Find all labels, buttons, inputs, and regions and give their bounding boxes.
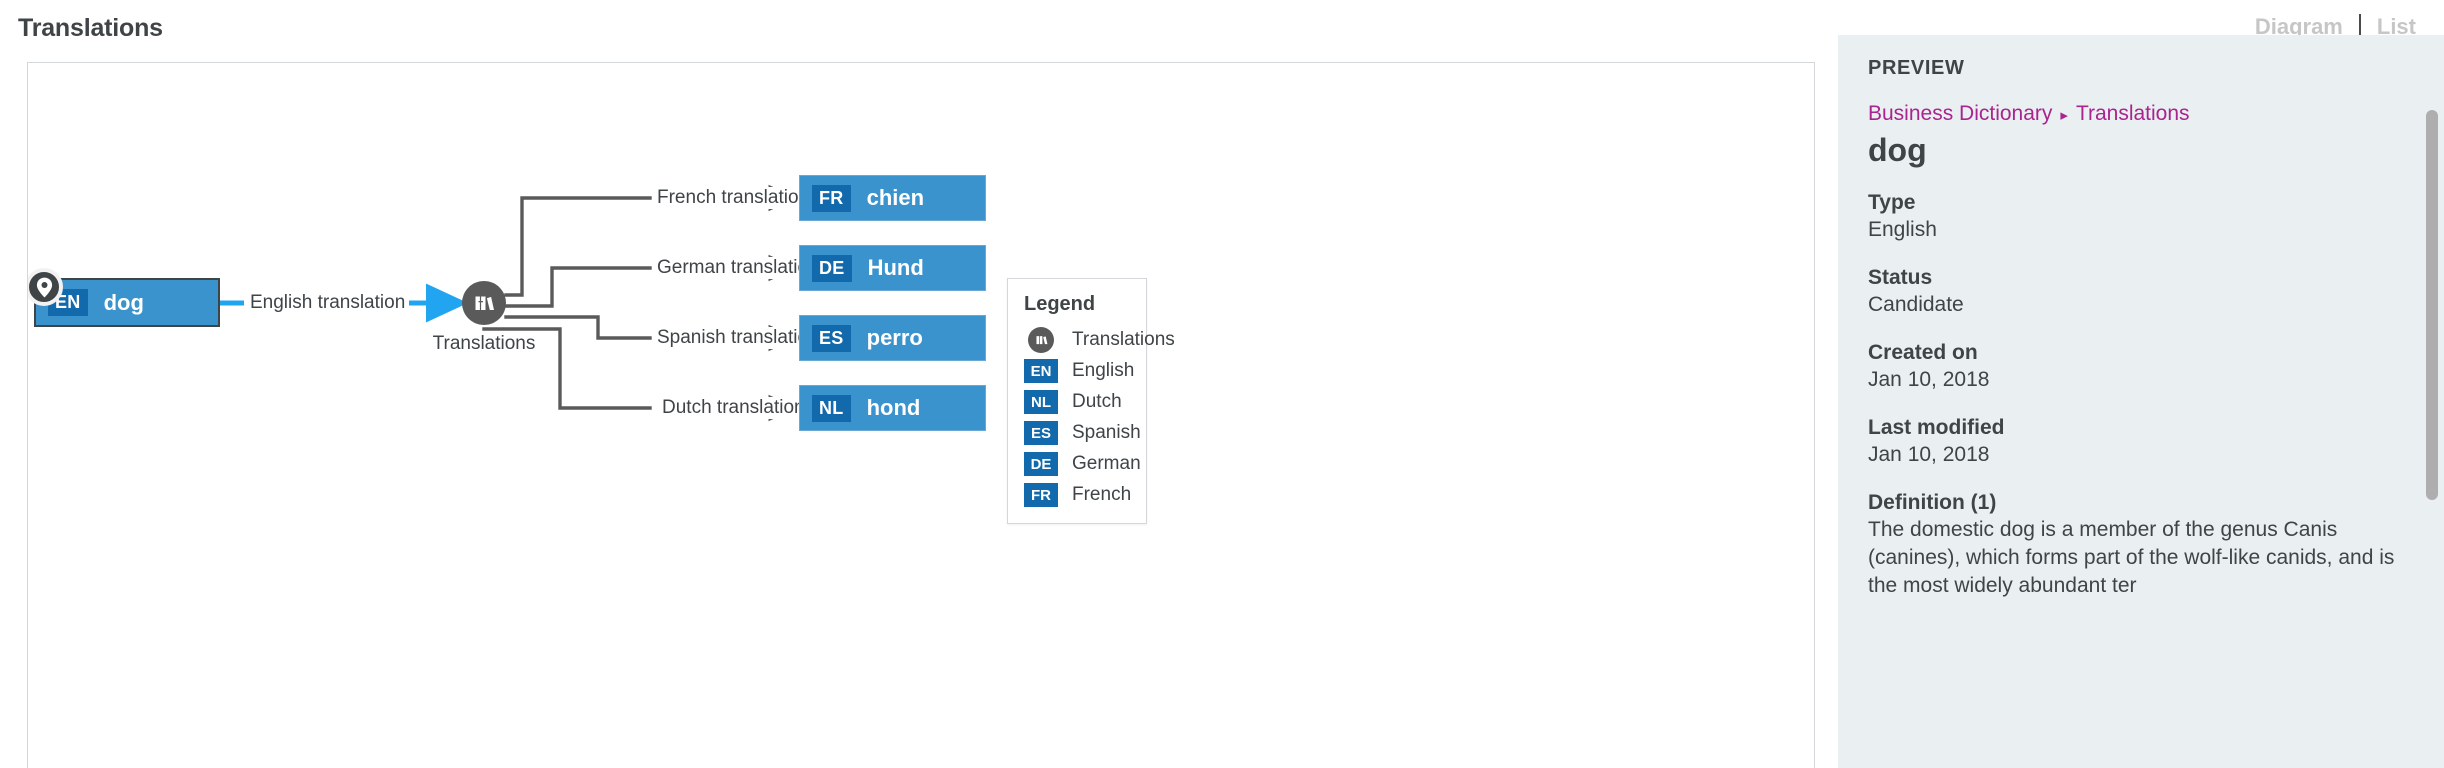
legend-books-icon — [1028, 327, 1054, 353]
field-created-on: Created on Jan 10, 2018 — [1868, 341, 2414, 394]
legend-panel: Legend Translations EN English NL Dutch — [1007, 278, 1175, 524]
legend-chip-en: EN — [1024, 359, 1058, 383]
node-hub-translations[interactable] — [462, 281, 506, 325]
field-value-definition: The domestic dog is a member of the genu… — [1868, 517, 2395, 597]
node-fr-chien[interactable]: FR chien — [799, 175, 986, 221]
edge-label-french-translation: French translation — [653, 187, 814, 209]
field-value-last-modified: Jan 10, 2018 — [1868, 442, 1990, 466]
node-label-de: Hund — [867, 255, 924, 280]
diagram-canvas[interactable]: EN dog English translation Translations … — [27, 62, 1815, 768]
edge-label-dutch-translation: Dutch translation — [658, 397, 809, 419]
tab-list[interactable]: List — [2376, 14, 2416, 39]
node-es-perro[interactable]: ES perro — [799, 315, 986, 361]
legend-label-english: English — [1072, 360, 1135, 381]
legend-label-dutch: Dutch — [1072, 391, 1122, 412]
edge-label-english-translation: English translation — [246, 292, 410, 314]
legend-item-spanish: ES Spanish — [1024, 421, 1141, 445]
node-label-fr: chien — [866, 185, 925, 210]
preview-panel: PREVIEW Business Dictionary ▸ Translations… — [1838, 35, 2444, 768]
field-label-type: Type — [1868, 191, 1916, 214]
field-status: Status Candidate — [1868, 266, 2414, 319]
books-glyph — [1035, 336, 1047, 345]
node-hub-caption: Translations — [432, 333, 536, 354]
legend-label-german: German — [1072, 453, 1141, 474]
node-label-nl: hond — [866, 395, 921, 420]
legend-chip-de: DE — [1024, 452, 1058, 476]
breadcrumb: Business Dictionary ▸ Translations — [1868, 102, 2414, 126]
field-value-status: Candidate — [1868, 292, 1964, 316]
view-switch-separator — [2358, 14, 2361, 40]
legend-chip-nl: NL — [1024, 390, 1058, 414]
field-label-definition: Definition (1) — [1868, 490, 1997, 514]
breadcrumb-separator-icon: ▸ — [2060, 107, 2068, 124]
map-pin-icon — [28, 268, 63, 306]
legend-item-french: FR French — [1024, 483, 1132, 507]
map-pin-glyph — [36, 277, 52, 297]
view-switcher: Diagram List — [2239, 12, 2432, 42]
legend-label-french: French — [1072, 484, 1132, 505]
lang-chip-es: ES — [812, 324, 851, 352]
edge-label-spanish-translation: Spanish translation — [653, 327, 823, 349]
field-value-type: English — [1868, 218, 1937, 241]
legend-item-dutch: NL Dutch — [1024, 390, 1130, 414]
preview-content: PREVIEW Business Dictionary ▸ Translations… — [1838, 35, 2444, 599]
breadcrumb-current[interactable]: Translations — [2075, 102, 2190, 125]
legend-item-english: EN English — [1024, 359, 1134, 383]
node-label-es: perro — [866, 325, 923, 350]
tab-diagram[interactable]: Diagram — [2254, 14, 2343, 39]
page-title: Translations — [18, 14, 163, 42]
legend-title: Legend — [1024, 293, 1096, 315]
preview-scrollbar-thumb[interactable] — [2426, 110, 2438, 500]
page-header: Translations Diagram List — [0, 0, 2444, 62]
legend-item-translations: Translations — [1024, 327, 1175, 353]
legend-chip-fr: FR — [1024, 483, 1058, 507]
field-definition: Definition (1) The domestic dog is a mem… — [1868, 491, 2414, 600]
field-label-status: Status — [1868, 265, 1933, 289]
legend-label-translations: Translations — [1072, 329, 1175, 350]
lang-chip-de: DE — [812, 254, 852, 282]
field-type: Type English — [1868, 191, 2414, 244]
field-value-created-on: Jan 10, 2018 — [1868, 367, 1990, 391]
node-label-source: dog — [103, 289, 144, 315]
breadcrumb-parent[interactable]: Business Dictionary — [1868, 102, 2053, 125]
edge-label-german-translation: German translation — [653, 257, 823, 279]
preview-term: dog — [1868, 132, 1927, 168]
lang-chip-fr: FR — [812, 184, 851, 212]
field-label-created-on: Created on — [1868, 340, 1978, 364]
legend-item-german: DE German — [1024, 452, 1141, 476]
legend-chip-es: ES — [1024, 421, 1058, 445]
field-label-last-modified: Last modified — [1868, 415, 2005, 439]
lang-chip-nl: NL — [812, 394, 851, 422]
legend-label-spanish: Spanish — [1072, 422, 1141, 443]
field-last-modified: Last modified Jan 10, 2018 — [1868, 416, 2414, 469]
books-icon — [475, 296, 494, 310]
node-source-en-dog[interactable]: EN dog — [34, 278, 220, 327]
node-de-hund[interactable]: DE Hund — [799, 245, 986, 291]
preview-heading: PREVIEW — [1868, 57, 1965, 79]
node-nl-hond[interactable]: NL hond — [799, 385, 986, 431]
